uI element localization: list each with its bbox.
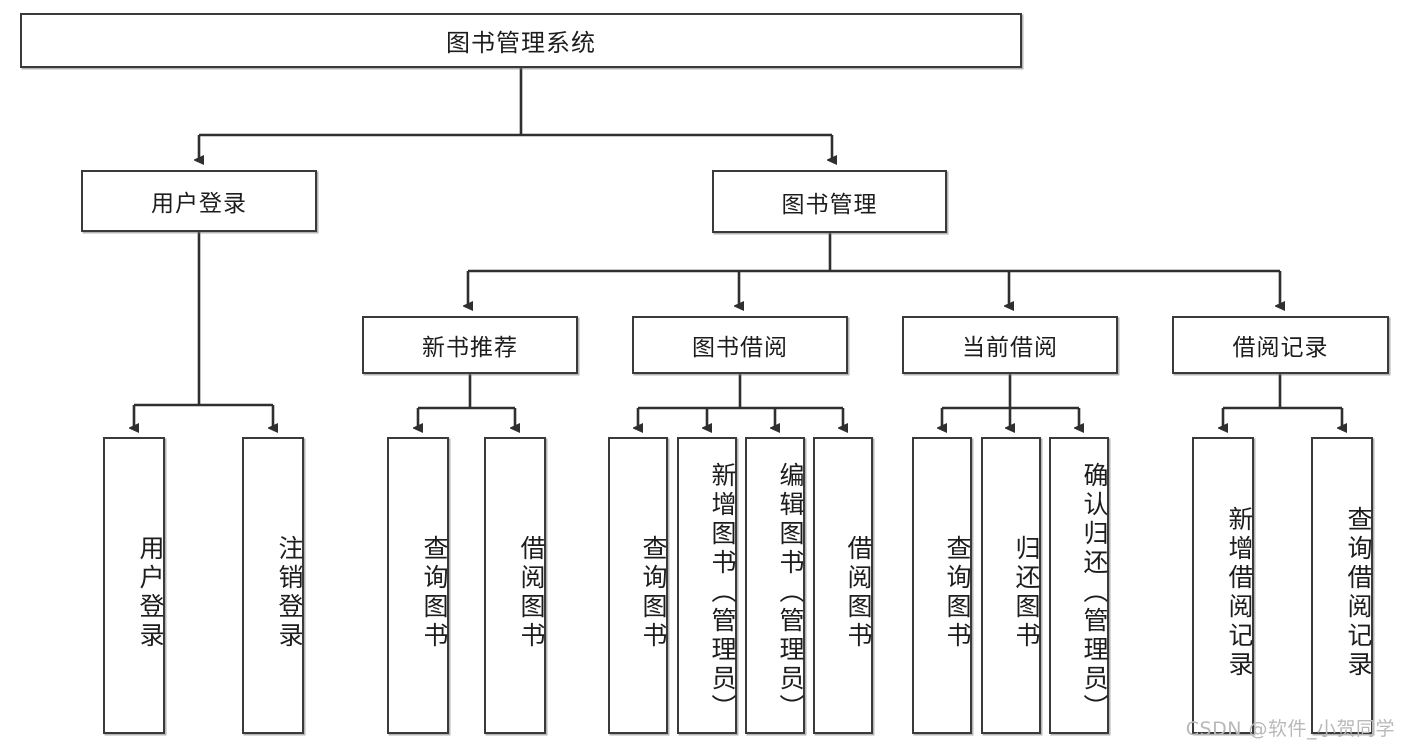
node-leaf-user-login[interactable]: 用户登录 xyxy=(103,437,165,734)
node-borrow-record[interactable]: 借阅记录 xyxy=(1172,316,1389,374)
node-label: 确认归还（管理员） xyxy=(1080,462,1109,723)
node-leaf-borrow-book-1[interactable]: 借阅图书 xyxy=(484,437,546,734)
node-label: 新增图书（管理员） xyxy=(708,462,737,723)
node-label: 新书推荐 xyxy=(422,335,518,361)
node-leaf-edit-book[interactable]: 编辑图书（管理员） xyxy=(745,437,805,734)
node-leaf-return-book[interactable]: 归还图书 xyxy=(981,437,1041,734)
node-leaf-add-book[interactable]: 新增图书（管理员） xyxy=(677,437,737,734)
node-leaf-query-book-3[interactable]: 查询图书 xyxy=(912,437,972,734)
node-current-borrow[interactable]: 当前借阅 xyxy=(902,316,1118,374)
node-new-book-recommend[interactable]: 新书推荐 xyxy=(362,316,578,374)
node-label: 查询借阅记录 xyxy=(1344,505,1373,680)
node-label: 图书管理系统 xyxy=(446,29,596,57)
node-leaf-borrow-book-2[interactable]: 借阅图书 xyxy=(813,437,873,734)
node-label: 用户登录 xyxy=(136,534,165,651)
node-label: 注销登录 xyxy=(275,534,304,651)
node-leaf-add-record[interactable]: 新增借阅记录 xyxy=(1192,437,1254,734)
node-label: 借阅图书 xyxy=(517,534,546,651)
node-leaf-query-book-2[interactable]: 查询图书 xyxy=(608,437,668,734)
watermark: CSDN @软件_小贺同学 xyxy=(1185,718,1395,740)
node-book-manage[interactable]: 图书管理 xyxy=(712,170,947,233)
node-label: 归还图书 xyxy=(1012,534,1041,651)
node-leaf-query-book-1[interactable]: 查询图书 xyxy=(387,437,449,734)
node-label: 用户登录 xyxy=(151,191,247,217)
node-label: 查询图书 xyxy=(420,534,449,651)
node-label: 借阅记录 xyxy=(1232,335,1329,361)
node-book-borrow[interactable]: 图书借阅 xyxy=(632,316,848,374)
node-label: 当前借阅 xyxy=(962,335,1058,361)
node-label: 查询图书 xyxy=(943,534,972,651)
node-label: 图书借阅 xyxy=(692,335,788,361)
node-leaf-confirm-return[interactable]: 确认归还（管理员） xyxy=(1049,437,1109,734)
node-label: 借阅图书 xyxy=(844,534,873,651)
node-leaf-user-logout[interactable]: 注销登录 xyxy=(242,437,304,734)
node-label: 图书管理 xyxy=(781,191,878,218)
node-label: 编辑图书（管理员） xyxy=(776,462,805,723)
node-leaf-query-record[interactable]: 查询借阅记录 xyxy=(1311,437,1373,734)
node-label: 查询图书 xyxy=(639,534,668,651)
node-label: 新增借阅记录 xyxy=(1225,505,1254,680)
node-root[interactable]: 图书管理系统 xyxy=(20,13,1022,68)
node-user-login[interactable]: 用户登录 xyxy=(81,170,317,232)
